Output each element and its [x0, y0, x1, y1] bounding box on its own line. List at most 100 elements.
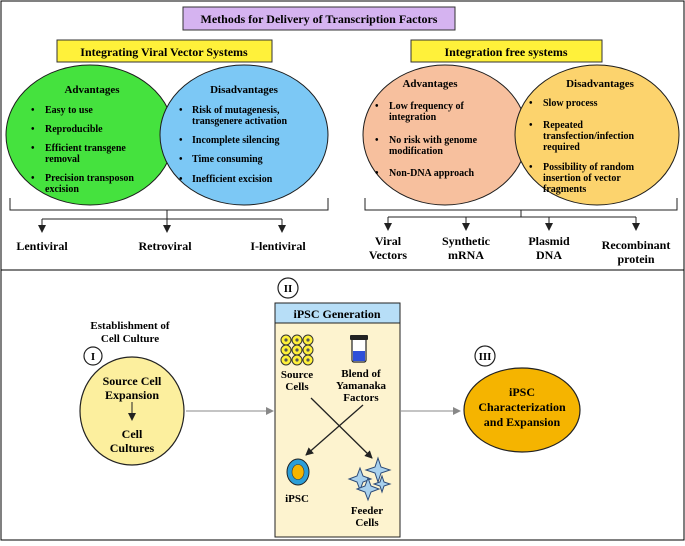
- viral-disadvantages-list: • Risk of mutagenesis,transgenere activa…: [179, 105, 288, 185]
- tube-icon: [350, 335, 368, 363]
- bullet: •: [529, 98, 533, 109]
- line: iPSC: [509, 385, 535, 399]
- list-item: Incomplete silencing: [192, 135, 280, 146]
- nonviral-advantages-title: Advantages: [402, 78, 458, 90]
- line: and Expansion: [484, 415, 561, 429]
- step1-numeral: I: [91, 351, 95, 363]
- line: mRNA: [448, 248, 484, 262]
- list-item: Time consuming: [192, 154, 263, 165]
- line: Cells: [355, 517, 379, 529]
- step3-badge: [474, 345, 496, 367]
- line: Risk of mutagenesis,: [192, 105, 280, 116]
- bullet: •: [31, 173, 35, 184]
- viral-bracket: [9, 198, 329, 233]
- step2-title: iPSC Generation: [294, 307, 381, 321]
- line: Plasmid: [528, 234, 570, 248]
- bullet: •: [529, 120, 533, 131]
- viral-header: Integrating Viral Vector Systems: [80, 45, 248, 59]
- viral-header-box: [56, 39, 273, 63]
- step3-ellipse: [463, 367, 581, 453]
- bullet: •: [179, 135, 183, 146]
- line: modification: [389, 146, 443, 157]
- bullet: •: [179, 174, 183, 185]
- bullet: •: [179, 154, 183, 165]
- bullet: •: [31, 105, 35, 116]
- line: Repeated: [543, 120, 583, 131]
- source-cells-icon: [280, 334, 314, 366]
- line: excision: [45, 184, 79, 195]
- line: transfection/infection: [543, 131, 635, 142]
- bullet: •: [31, 124, 35, 135]
- source-cells-nuclei: [284, 338, 310, 362]
- nonviral-bracket-line: [364, 198, 678, 211]
- arrow-to-feeder: [310, 397, 373, 459]
- bullet: •: [529, 162, 533, 173]
- step2-numeral: II: [284, 283, 293, 295]
- viral-bracket-line: [9, 198, 329, 211]
- line: Cells: [285, 381, 309, 393]
- line: Low frequency of: [389, 101, 464, 112]
- list-item: Risk of mutagenesis,transgenere activati…: [192, 105, 288, 127]
- type-retroviral: Retroviral: [138, 239, 192, 253]
- bullet: •: [375, 135, 379, 146]
- arrow-to-ipsc: [305, 404, 364, 456]
- line: required: [543, 142, 580, 153]
- line: insertion of vector: [543, 173, 621, 184]
- line: Possibility of random: [543, 162, 635, 173]
- line: protein: [617, 252, 654, 266]
- nonviral-disadvantages-ellipse: [514, 64, 680, 206]
- list-item: Reproducible: [45, 124, 103, 135]
- line: Cultures: [110, 441, 155, 455]
- title: Methods for Delivery of Transcription Fa…: [201, 12, 438, 26]
- line: Source: [281, 369, 313, 381]
- line: No risk with genome: [389, 135, 478, 146]
- line: Factors: [343, 392, 379, 404]
- step2-header-box: [274, 302, 401, 324]
- line: Feeder: [351, 505, 383, 517]
- line: Expansion: [105, 388, 159, 402]
- line: Cell: [122, 427, 143, 441]
- bullet: •: [31, 143, 35, 154]
- line: Cell Culture: [101, 333, 159, 345]
- nonviral-bracket: [364, 198, 678, 231]
- line: fragments: [543, 184, 586, 195]
- list-item: Inefficient excision: [192, 174, 273, 185]
- title-box: [182, 6, 456, 31]
- ipsc-nucleus: [291, 464, 305, 480]
- step3-numeral: III: [479, 351, 492, 363]
- line: Source Cell: [103, 374, 162, 388]
- line: Efficient transgene: [45, 143, 126, 154]
- list-item: Non-DNA approach: [389, 168, 475, 179]
- line: Blend of: [341, 368, 381, 380]
- feeder-cells-icon: [347, 456, 392, 502]
- list-item: Slow process: [543, 98, 598, 109]
- nonviral-disadvantages-title: Disadvantages: [566, 78, 635, 90]
- line: DNA: [536, 248, 562, 262]
- bullet: •: [375, 101, 379, 112]
- line: removal: [45, 154, 80, 165]
- step1-badge: [83, 346, 103, 366]
- viral-disadvantages-title: Disadvantages: [210, 84, 279, 96]
- line: Establishment of: [90, 320, 169, 332]
- bullet: •: [375, 168, 379, 179]
- type-ilentiviral: I-lentiviral: [250, 239, 306, 253]
- bullet: •: [179, 105, 183, 116]
